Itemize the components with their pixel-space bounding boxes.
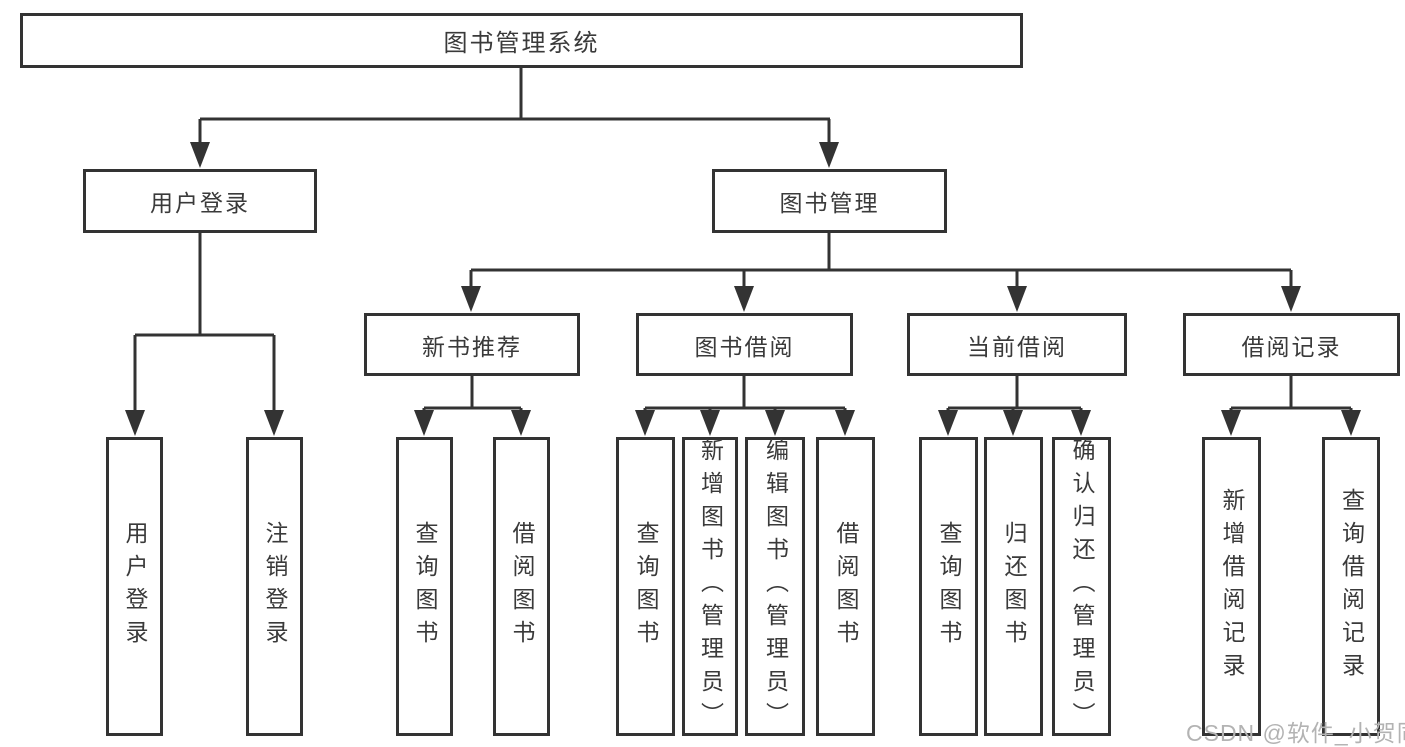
arrow-leaf-borrow-book-borrowing-arrowhead	[835, 410, 855, 436]
leaf-query-book-current-label: 查询图书	[936, 520, 962, 653]
node-book-borrowing-label: 图书借阅	[694, 333, 795, 360]
node-current-borrowing: 当前借阅	[907, 313, 1127, 376]
arrow-leaf-query-book-current-arrowhead	[938, 410, 958, 436]
node-root-label: 图书管理系统	[443, 30, 600, 57]
arrow-leaf-add-book-admin-arrowhead	[700, 410, 720, 436]
leaf-query-book-recommend: 查询图书	[396, 437, 453, 736]
leaf-query-book-borrowing: 查询图书	[616, 437, 675, 736]
leaf-borrow-book-borrowing: 借阅图书	[816, 437, 875, 736]
node-user-login: 用户登录	[83, 169, 317, 233]
node-book-borrowing: 图书借阅	[636, 313, 853, 376]
arrow-leaf-edit-book-admin-arrowhead	[765, 410, 785, 436]
leaf-borrow-book-recommend-label: 借阅图书	[509, 520, 535, 653]
leaf-query-borrow-record: 查询借阅记录	[1322, 437, 1380, 736]
leaf-logout: 注销登录	[246, 437, 303, 736]
leaf-edit-book-admin-label: 编辑图书（管理员）	[762, 438, 789, 735]
leaf-edit-book-admin: 编辑图书（管理员）	[745, 437, 805, 736]
arrow-new-book-recommend-arrowhead	[461, 286, 481, 312]
leaf-confirm-return-admin: 确认归还（管理员）	[1052, 437, 1111, 736]
arrow-leaf-confirm-return-admin-arrowhead	[1071, 410, 1091, 436]
leaf-add-book-admin: 新增图书（管理员）	[682, 437, 738, 736]
leaf-add-borrow-record-label: 新增借阅记录	[1219, 487, 1245, 686]
arrow-borrowing-records-arrowhead	[1281, 286, 1301, 312]
leaf-query-book-current: 查询图书	[919, 437, 978, 736]
arrow-leaf-add-borrow-record-arrowhead	[1221, 410, 1241, 436]
node-new-book-recommend-label: 新书推荐	[422, 333, 522, 360]
node-current-borrowing-label: 当前借阅	[967, 333, 1067, 360]
leaf-add-borrow-record: 新增借阅记录	[1202, 437, 1261, 736]
arrow-current-borrowing-arrowhead	[1007, 286, 1027, 312]
node-book-management: 图书管理	[712, 169, 947, 233]
node-borrowing-records: 借阅记录	[1183, 313, 1400, 376]
leaf-return-book-label: 归还图书	[1001, 520, 1027, 653]
leaf-confirm-return-admin-label: 确认归还（管理员）	[1069, 438, 1095, 735]
node-borrowing-records-label: 借阅记录	[1241, 333, 1342, 360]
node-new-book-recommend: 新书推荐	[364, 313, 580, 376]
node-user-login-label: 用户登录	[150, 190, 250, 216]
arrow-leaf-borrow-book-recommend-arrowhead	[511, 410, 531, 436]
leaf-query-borrow-record-label: 查询借阅记录	[1338, 487, 1365, 686]
csdn-watermark: CSDN @软件_小贺同学	[1186, 720, 1405, 746]
node-root: 图书管理系统	[20, 13, 1023, 68]
arrow-leaf-query-borrow-record-arrowhead	[1341, 410, 1361, 436]
arrow-leaf-query-book-borrowing-arrowhead	[635, 410, 655, 436]
arrow-leaf-return-book-arrowhead	[1003, 410, 1023, 436]
arrow-book-borrowing-arrowhead	[734, 286, 754, 312]
leaf-user-login-label: 用户登录	[122, 520, 148, 653]
leaf-add-book-admin-label: 新增图书（管理员）	[697, 438, 724, 735]
leaf-return-book: 归还图书	[984, 437, 1043, 736]
arrow-leaf-logout-arrowhead	[264, 410, 284, 436]
arrow-leaf-query-book-recommend-arrowhead	[414, 410, 434, 436]
leaf-user-login: 用户登录	[106, 437, 163, 736]
arrow-book-management-arrowhead	[819, 142, 839, 168]
leaf-logout-label: 注销登录	[262, 520, 288, 653]
arrow-leaf-user-login-arrowhead	[125, 410, 145, 436]
leaf-query-book-recommend-label: 查询图书	[412, 520, 438, 653]
node-book-management-label: 图书管理	[779, 190, 880, 216]
leaf-borrow-book-borrowing-label: 借阅图书	[833, 520, 859, 653]
leaf-query-book-borrowing-label: 查询图书	[633, 520, 659, 653]
leaf-borrow-book-recommend: 借阅图书	[493, 437, 550, 736]
arrow-user-login-arrowhead	[190, 142, 210, 168]
